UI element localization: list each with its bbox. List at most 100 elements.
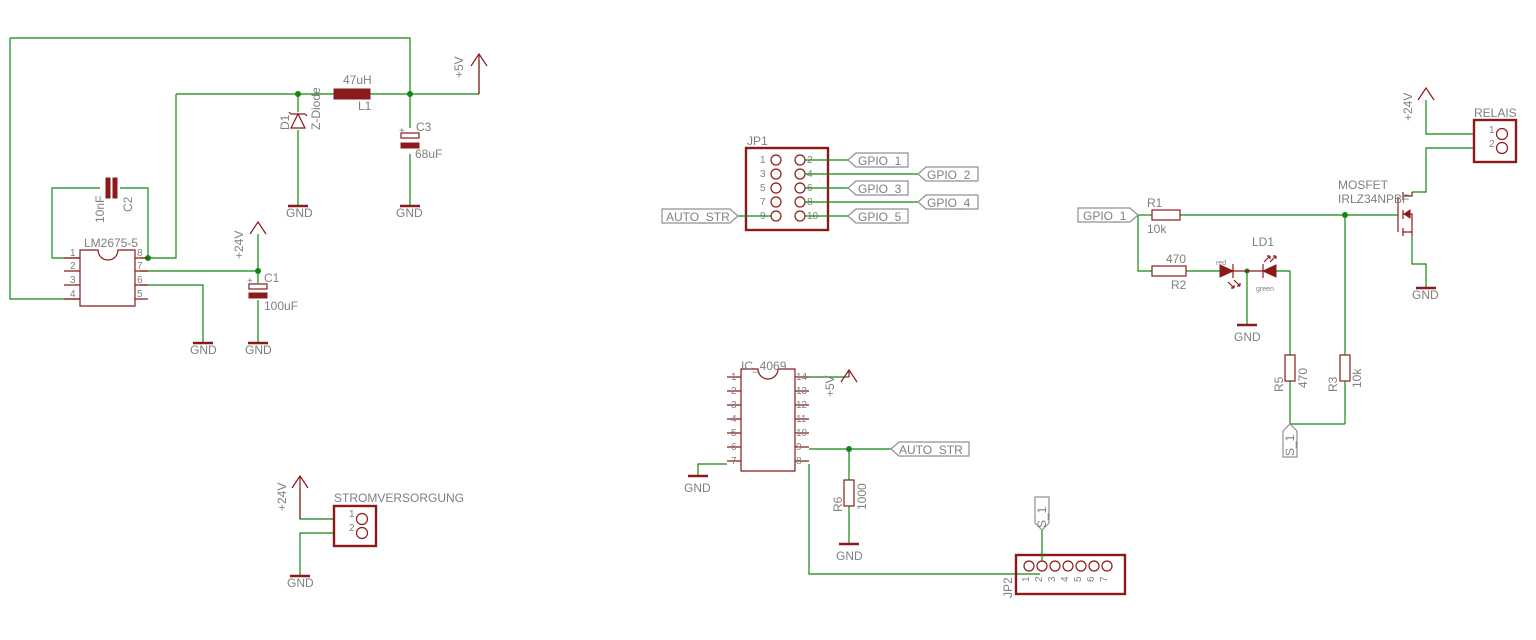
pin-number: 7 bbox=[137, 261, 143, 272]
ground-label: GND bbox=[287, 576, 314, 590]
gpio-header-jp1: JP1 1 3 5 7 9 2 4 6 8 10 GPIO_1 bbox=[661, 134, 979, 232]
supply-symbol-5v: +5V bbox=[823, 368, 858, 397]
net-label-auto-str: AUTO_STR bbox=[890, 441, 970, 457]
ground-symbol: GND bbox=[684, 474, 711, 495]
svg-text:S_1: S_1 bbox=[1283, 434, 1297, 456]
pin-number: 2 bbox=[70, 261, 76, 272]
pin-number: 3 bbox=[760, 169, 766, 180]
supply-symbol-24v: +24V bbox=[1401, 86, 1435, 121]
net-label-auto-str: AUTO_STR bbox=[661, 208, 739, 224]
supply-symbol-24v: +24V bbox=[275, 474, 309, 519]
ground-symbol: GND bbox=[836, 542, 863, 563]
capacitor-value: 100uF bbox=[264, 299, 298, 313]
ground-label: GND bbox=[684, 481, 711, 495]
capacitor-name: C3 bbox=[416, 120, 432, 134]
supply-label: +5V bbox=[823, 375, 837, 397]
led-color-label: green bbox=[1256, 286, 1274, 293]
pin-number: 1 bbox=[731, 372, 737, 383]
svg-text:GPIO_3: GPIO_3 bbox=[858, 182, 902, 196]
resistor-value: 10k bbox=[1350, 368, 1364, 388]
pin-number: 13 bbox=[796, 386, 808, 397]
svg-text:GPIO_5: GPIO_5 bbox=[858, 210, 902, 224]
net-label-gpio-3: GPIO_3 bbox=[847, 180, 909, 196]
ground-symbol: GND bbox=[1412, 286, 1439, 302]
capacitor-c2: 10nF C2 bbox=[93, 177, 135, 223]
pin-number: 5 bbox=[137, 289, 143, 300]
zener-diode-d1: D1 Z-Diode bbox=[278, 87, 323, 130]
resistor-name: R1 bbox=[1147, 196, 1163, 210]
supply-label: +5V bbox=[452, 56, 466, 78]
relay-driver-section: +24V 1 2 RELAIS MOSFET IRLZ34NPBF GND bbox=[1077, 86, 1518, 458]
ground-symbol: GND bbox=[245, 341, 272, 357]
dual-led-ld1: LD1 red green bbox=[1216, 235, 1277, 293]
capacitor-value: 10nF bbox=[93, 196, 107, 223]
diode-name: D1 bbox=[278, 114, 292, 130]
resistor-value: 1000 bbox=[855, 483, 869, 510]
junction-dot bbox=[255, 268, 261, 274]
mosfet-name: MOSFET bbox=[1338, 178, 1389, 192]
svg-text:AUTO_STR: AUTO_STR bbox=[666, 210, 730, 224]
power-supply-section: +5V 47uH L1 D1 Z-Diode + C3 68uF GND bbox=[9, 37, 488, 357]
junction-dot bbox=[1342, 212, 1348, 218]
ic-lm2675: LM2675-5 1 2 3 4 8 7 6 5 bbox=[64, 236, 148, 307]
supply-label: +24V bbox=[232, 231, 246, 259]
pin-number: 14 bbox=[796, 372, 808, 383]
pin-number: 9 bbox=[796, 442, 802, 453]
pin-number: 7 bbox=[1099, 576, 1110, 582]
diode-value: Z-Diode bbox=[309, 87, 323, 130]
resistor-value: 470 bbox=[1166, 252, 1186, 266]
net-label-gpio-1: GPIO_1 bbox=[1077, 207, 1139, 223]
svg-text:+: + bbox=[399, 126, 405, 137]
inductor-l1: 47uH L1 bbox=[333, 73, 372, 113]
ground-symbol: GND bbox=[396, 204, 423, 220]
ground-label: GND bbox=[1234, 330, 1261, 344]
resistor-name: R5 bbox=[1272, 376, 1286, 392]
led-name: LD1 bbox=[1252, 235, 1274, 249]
net-label-gpio-1: GPIO_1 bbox=[847, 152, 909, 168]
ground-symbol: GND bbox=[287, 574, 314, 590]
supply-label: +24V bbox=[275, 483, 289, 511]
pin-number: 3 bbox=[70, 275, 76, 286]
resistor-name: R3 bbox=[1326, 376, 1340, 392]
ground-symbol: GND bbox=[286, 204, 313, 220]
pin-number: 5 bbox=[731, 428, 737, 439]
resistor-r6: R6 1000 bbox=[831, 479, 869, 512]
pin-number: 11 bbox=[796, 414, 807, 425]
header-jp2: 1 2 3 4 5 6 7 JP2 S_1 bbox=[1001, 496, 1127, 598]
pin-number: 2 bbox=[1034, 576, 1045, 582]
relay-connector: 1 2 RELAIS bbox=[1472, 106, 1518, 164]
mosfet-value: IRLZ34NPBF bbox=[1338, 192, 1409, 206]
pin-number: 1 bbox=[1489, 125, 1495, 136]
svg-text:GPIO_1: GPIO_1 bbox=[1083, 209, 1127, 223]
ground-label: GND bbox=[836, 549, 863, 563]
inductor-value: 47uH bbox=[343, 73, 372, 87]
supply-symbol-5v: +5V bbox=[452, 52, 488, 94]
svg-text:AUTO_STR: AUTO_STR bbox=[899, 443, 963, 457]
resistor-r1: R1 10k bbox=[1147, 196, 1181, 236]
pin-number: 2 bbox=[731, 386, 737, 397]
pin-number: 4 bbox=[70, 289, 76, 300]
resistor-name: R6 bbox=[831, 496, 845, 512]
ground-label: GND bbox=[396, 206, 423, 220]
pin-number: 1 bbox=[70, 248, 76, 259]
net-label-s1: S_1 bbox=[1282, 423, 1298, 458]
pin-number: 4 bbox=[731, 414, 737, 425]
svg-text:GPIO_1: GPIO_1 bbox=[858, 154, 902, 168]
led-color-label: red bbox=[1216, 260, 1226, 267]
header-name: JP1 bbox=[747, 134, 768, 148]
supply-symbol-24v: +24V bbox=[232, 220, 267, 259]
pin-number: 6 bbox=[1086, 576, 1097, 582]
svg-text:S_1: S_1 bbox=[1035, 506, 1049, 528]
pin-number: 5 bbox=[1073, 576, 1084, 582]
pin-number: 1 bbox=[760, 155, 766, 166]
pin-number: 12 bbox=[796, 400, 808, 411]
net-label-gpio-5: GPIO_5 bbox=[847, 208, 909, 224]
net-label-s1: S_1 bbox=[1034, 496, 1050, 531]
resistor-value: 470 bbox=[1296, 368, 1310, 388]
inverter-ic-4069: IC_4069 1 2 3 4 5 6 7 14 13 12 11 10 9 8… bbox=[684, 359, 1040, 575]
power-input-connector: +24V 1 2 STROMVERSORGUNG GND bbox=[275, 474, 464, 590]
svg-text:+: + bbox=[247, 276, 253, 287]
ic-name: LM2675-5 bbox=[84, 236, 138, 250]
pin-number: 8 bbox=[796, 456, 802, 467]
